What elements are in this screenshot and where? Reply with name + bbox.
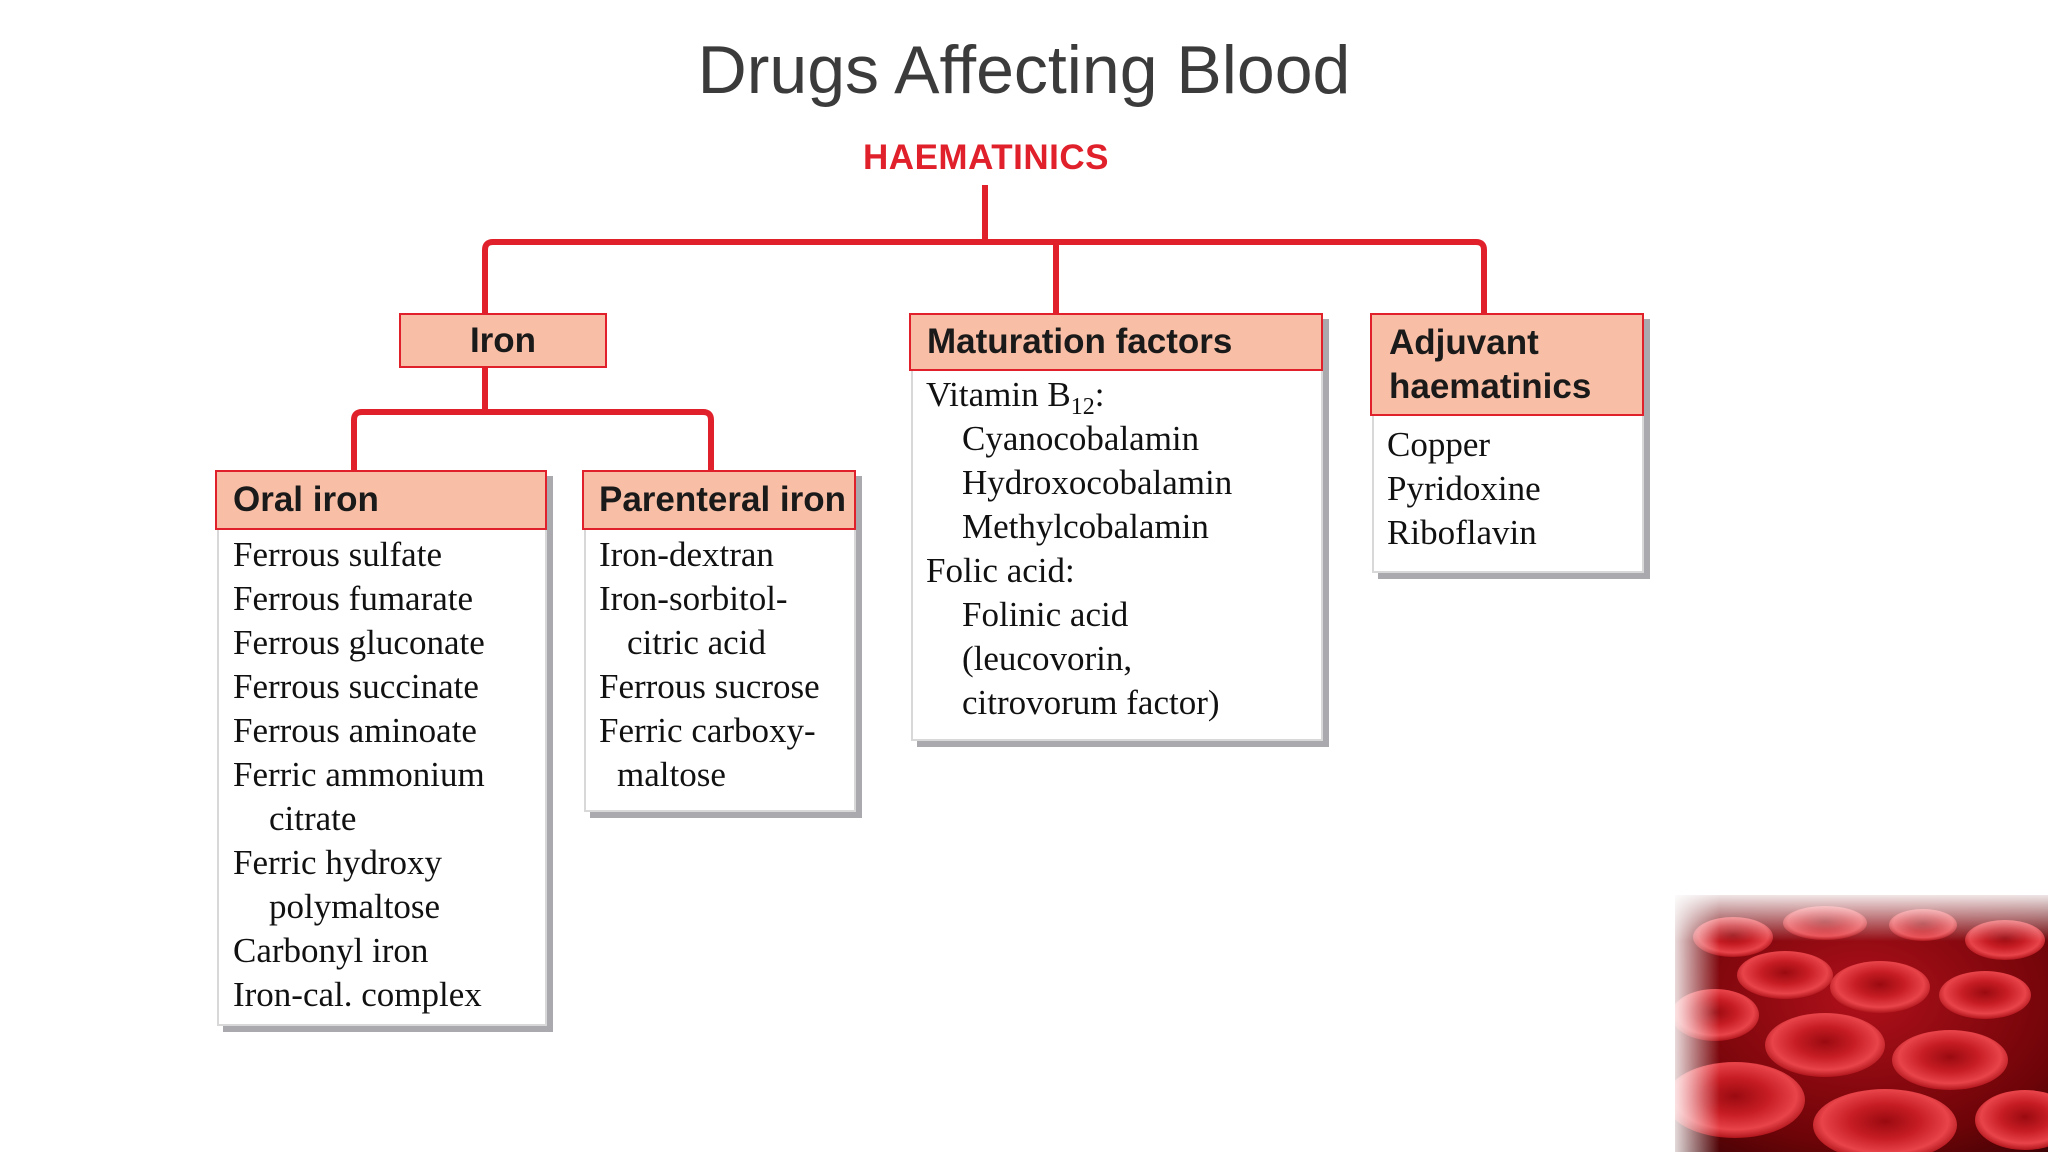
list-item: citrate xyxy=(269,799,357,838)
slide-title: Drugs Affecting Blood xyxy=(697,32,1351,108)
parenteral-iron-header-label: Parenteral iron xyxy=(599,480,847,519)
parenteral-iron-list: Iron-dextran Iron-sorbitol- citric acid … xyxy=(599,533,820,797)
list-item: citrovorum factor) xyxy=(962,683,1220,722)
list-item: Ferrous gluconate xyxy=(233,623,485,662)
list-item: Folic acid: xyxy=(926,551,1075,590)
vitamin-subscript: 12 xyxy=(1070,394,1095,420)
list-item: citric acid xyxy=(627,623,766,662)
parenteral-iron-header: Parenteral iron xyxy=(582,470,856,530)
list-item: Copper xyxy=(1387,425,1491,464)
oral-iron-list: Ferrous sulfate Ferrous fumarate Ferrous… xyxy=(233,533,485,1017)
oral-iron-header: Oral iron xyxy=(215,470,547,530)
iron-header-label: Iron xyxy=(469,321,537,360)
list-item: Ferric carboxy- xyxy=(599,711,816,750)
maturation-header-label: Maturation factors xyxy=(927,322,1233,361)
maturation-list: Vitamin B12: Cyanocobalamin Hydroxocobal… xyxy=(926,373,1232,725)
maturation-header: Maturation factors xyxy=(909,313,1323,371)
vitamin-colon: : xyxy=(1094,375,1105,414)
connector-iron-bar xyxy=(351,409,714,472)
adjuvant-header-line2: haematinics xyxy=(1389,367,1592,406)
list-item: Ferric ammonium xyxy=(233,755,485,794)
list-item: Iron-dextran xyxy=(599,535,774,574)
list-item: polymaltose xyxy=(269,887,441,926)
list-item: Cyanocobalamin xyxy=(962,419,1200,458)
vitamin-b-text: Vitamin B xyxy=(926,375,1071,414)
list-item: Pyridoxine xyxy=(1387,469,1541,508)
list-item: (leucovorin, xyxy=(962,639,1133,678)
list-item: Methylcobalamin xyxy=(962,507,1209,546)
adjuvant-header: Adjuvant haematinics xyxy=(1370,313,1644,416)
list-item: Iron-cal. complex xyxy=(233,975,482,1014)
adjuvant-list: Copper Pyridoxine Riboflavin xyxy=(1387,423,1541,555)
list-item: Hydroxocobalamin xyxy=(962,463,1233,502)
list-item: Carbonyl iron xyxy=(233,931,429,970)
adjuvant-header-line1: Adjuvant xyxy=(1389,323,1539,362)
connector-top-bar xyxy=(482,239,1487,316)
list-item: Ferrous succinate xyxy=(233,667,479,706)
vitamin-b12-label: Vitamin B12: xyxy=(926,373,1232,420)
oral-iron-header-label: Oral iron xyxy=(233,480,379,519)
list-item: Ferric hydroxy xyxy=(233,843,442,882)
red-blood-cells-image xyxy=(1675,895,2048,1152)
iron-header: Iron xyxy=(399,313,607,368)
root-label: HAEMATINICS xyxy=(863,138,1109,177)
list-item: Ferrous aminoate xyxy=(233,711,477,750)
list-item: Riboflavin xyxy=(1387,513,1537,552)
list-item: Ferrous sucrose xyxy=(599,667,820,706)
list-item: maltose xyxy=(617,755,726,794)
oral-iron-panel xyxy=(217,470,547,1026)
list-item: Folinic acid xyxy=(962,595,1129,634)
list-item: Ferrous fumarate xyxy=(233,579,474,618)
list-item: Ferrous sulfate xyxy=(233,535,442,574)
list-item: Iron-sorbitol- xyxy=(599,579,788,618)
